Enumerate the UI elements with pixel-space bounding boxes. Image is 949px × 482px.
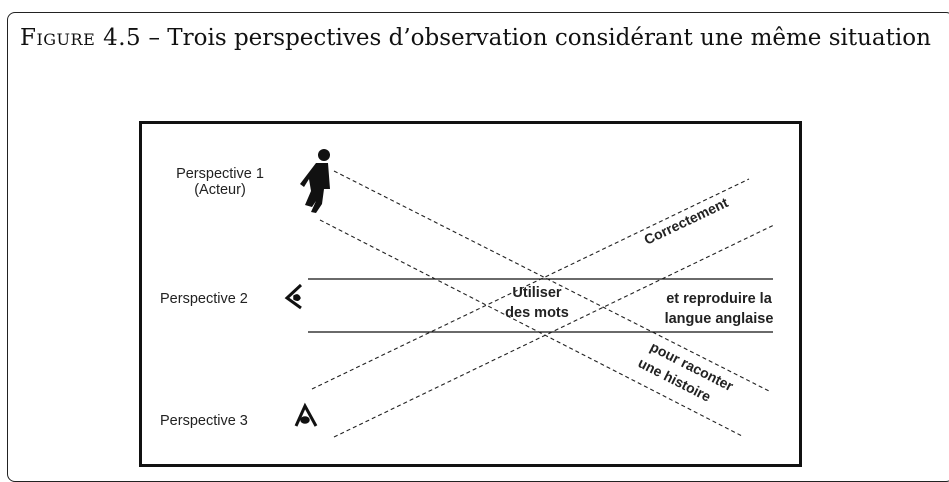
person-icon: [300, 149, 330, 213]
diagram-lines: Correctement pour raconter une histoire: [284, 149, 775, 438]
band-right-line2: langue anglaise: [664, 311, 774, 327]
center-text: Utiliser des mots: [497, 283, 577, 323]
band-right-text: et reproduire la langue anglaise: [654, 289, 784, 329]
perspective-1-label: Perspective 1 (Acteur): [162, 166, 278, 198]
label-correctement: Correctement: [641, 194, 730, 248]
eye-side-icon: [284, 283, 303, 310]
caption-separator: –: [148, 25, 160, 51]
perspective-1-role: (Acteur): [194, 182, 246, 198]
diagonal-line-2: [333, 224, 775, 438]
perspective-3-label: Perspective 3: [160, 413, 248, 429]
figure-label: Figure 4.5: [20, 25, 142, 51]
caption-text: Trois perspectives d’observation considé…: [167, 25, 931, 51]
actor-sightline-lower: [319, 219, 743, 437]
figure-caption: Figure 4.5 – Trois perspectives d’observ…: [20, 22, 932, 55]
perspective-2-label: Perspective 2: [160, 291, 248, 307]
band-right-line1: et reproduire la: [666, 291, 772, 307]
perspectives-diagram: Correctement pour raconter une histoire …: [139, 121, 802, 467]
perspective-1-title: Perspective 1: [176, 166, 264, 182]
actor-sightline-upper: [333, 170, 770, 392]
diagonal-line-1: [311, 178, 750, 390]
center-text-line1: Utiliser: [512, 285, 562, 301]
center-text-line2: des mots: [505, 305, 569, 321]
eye-front-icon: [294, 402, 318, 427]
